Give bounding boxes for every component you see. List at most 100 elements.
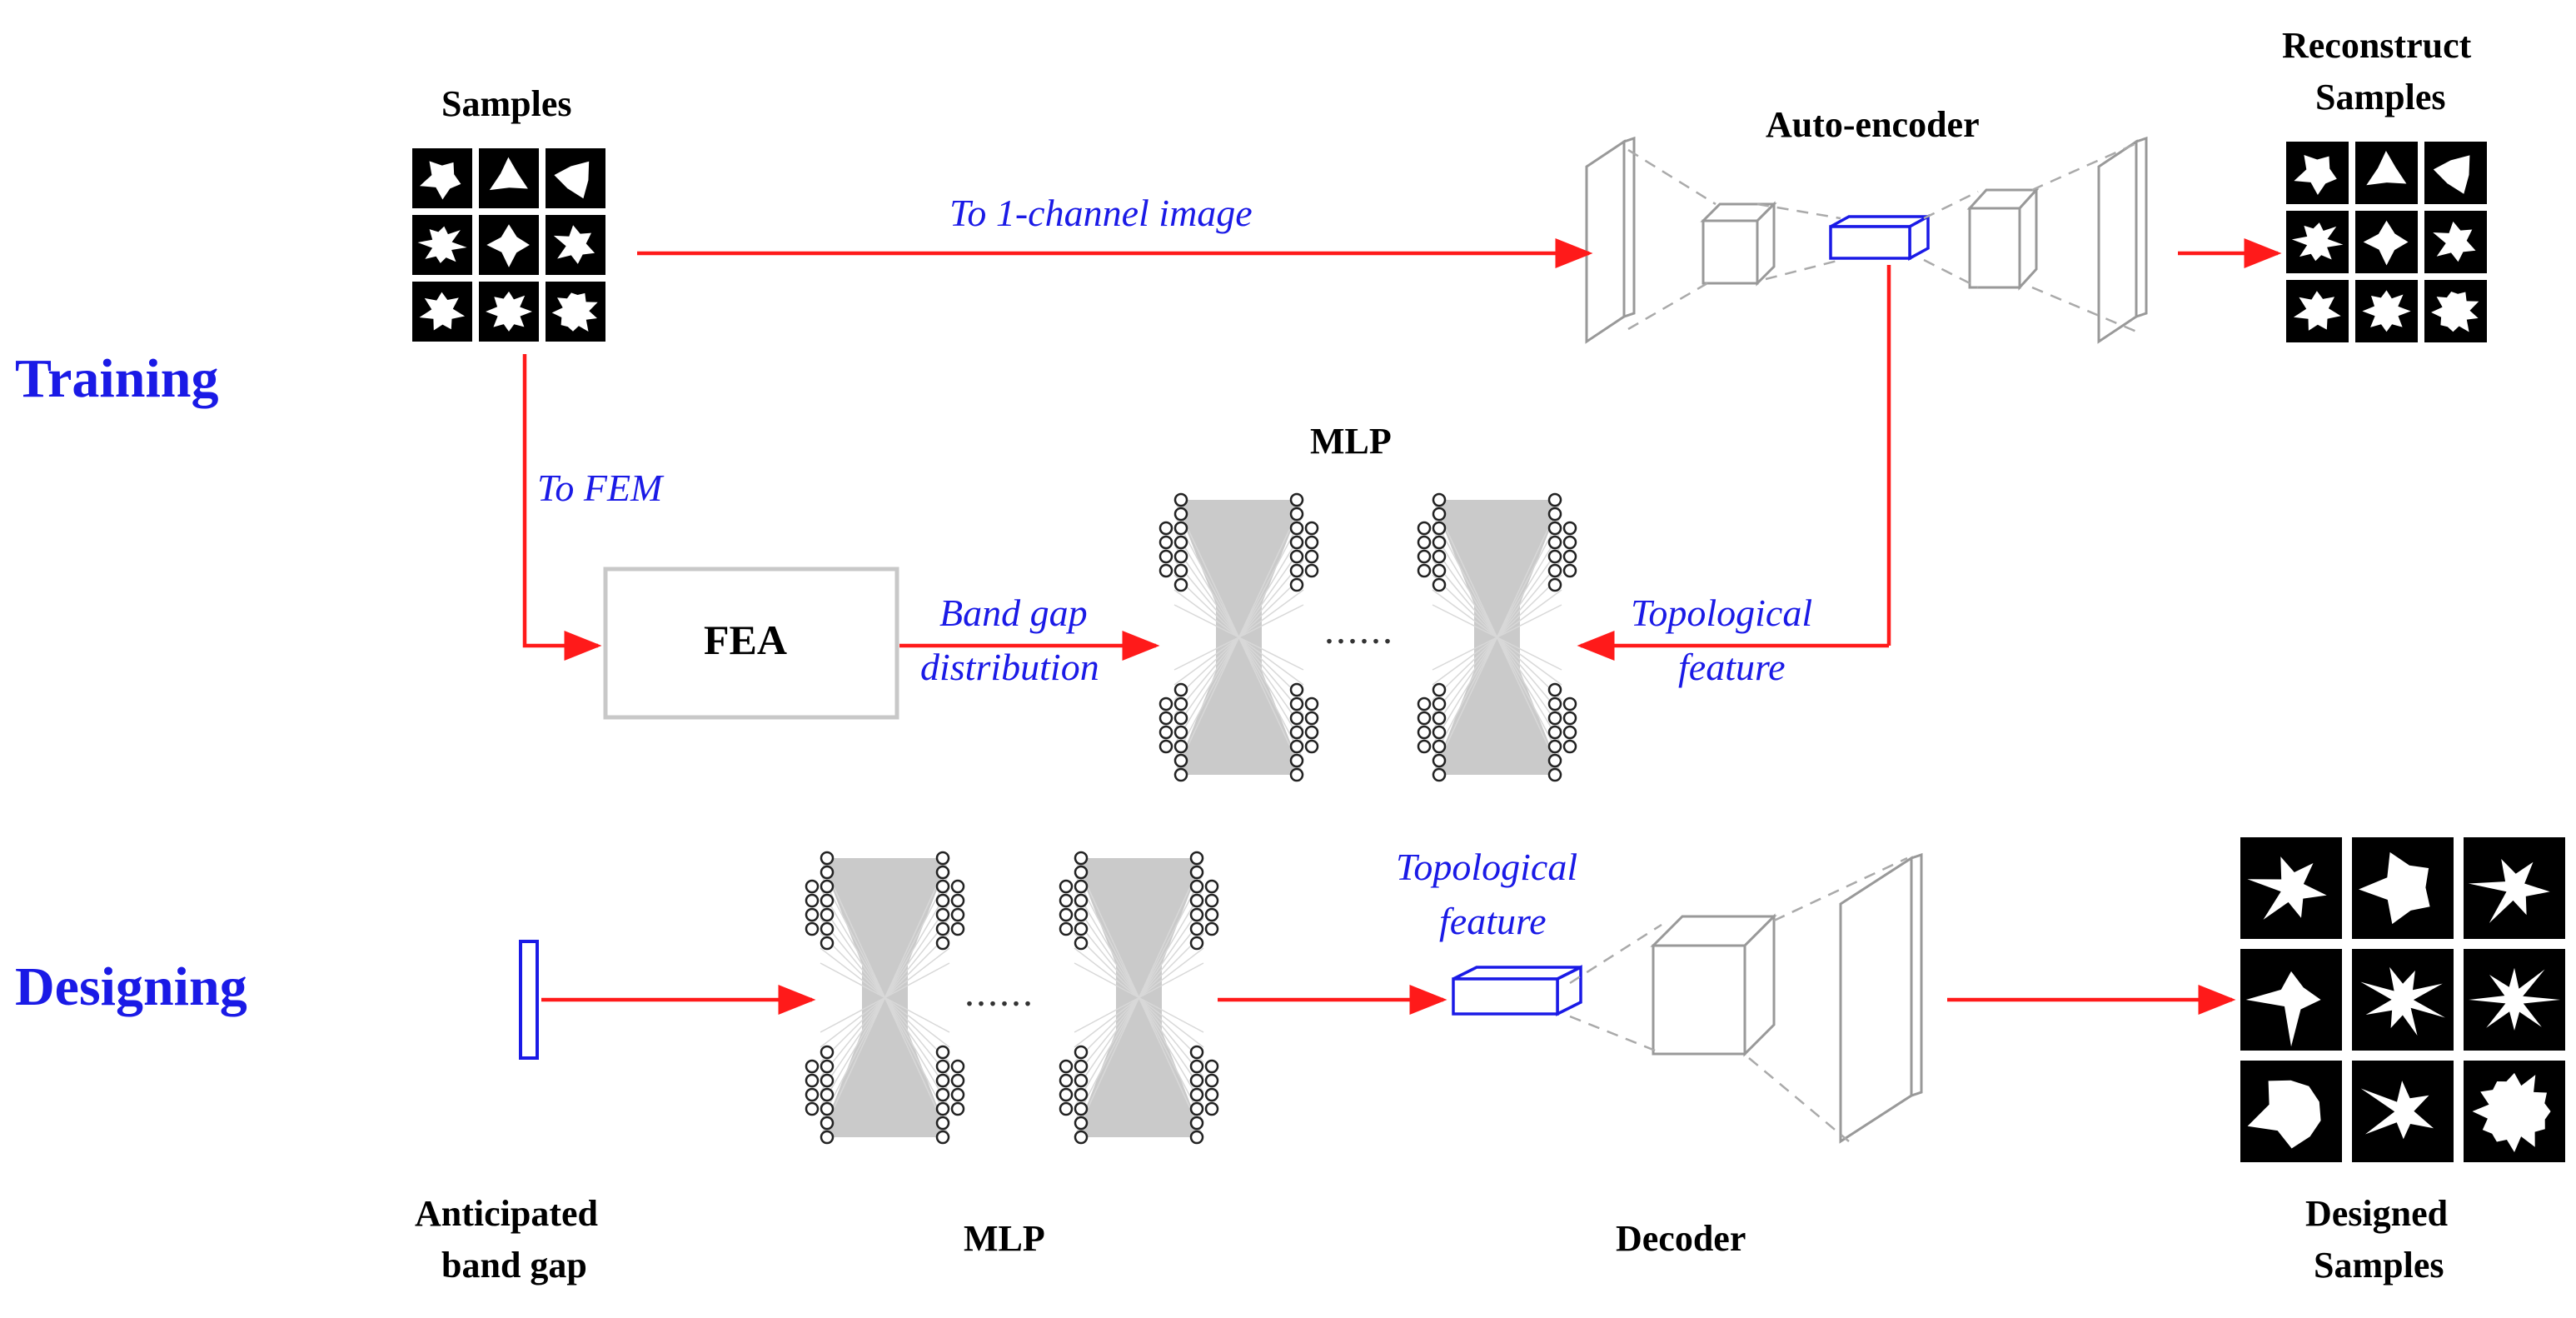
mlp-neuron: [1417, 535, 1432, 550]
mlp-neuron: [950, 1087, 965, 1102]
tile-shape: [2294, 155, 2337, 195]
mlp-neuron: [1189, 1116, 1204, 1131]
mlp-neuron: [1074, 1116, 1089, 1131]
mlp-edge: [820, 962, 950, 1033]
mlp-neuron: [820, 865, 835, 880]
tile-shape: [2362, 290, 2411, 332]
ae-dash: [1756, 202, 1841, 220]
mlp-neuron: [1547, 549, 1562, 564]
band-gap-label-line1: Band gap: [939, 592, 1088, 634]
mlp-neuron: [820, 1087, 835, 1102]
sample-tile: [412, 215, 472, 275]
mlp-neuron: [935, 1045, 950, 1060]
mlp-neuron: [820, 1045, 835, 1060]
box-side: [2018, 187, 2038, 291]
sample-tile: [2240, 837, 2342, 939]
mlp-neuron: [1432, 682, 1447, 697]
designing-topo-label-line1: Topological: [1396, 846, 1578, 888]
box-front: [1702, 219, 1759, 285]
mlp-neuron: [1547, 711, 1562, 726]
to-image-label: To 1-channel image: [949, 192, 1253, 234]
mlp-neuron: [1059, 1087, 1074, 1102]
mlp-neuron: [1547, 563, 1562, 578]
mlp-neuron: [950, 1101, 965, 1116]
mlp-neuron: [1189, 851, 1204, 866]
mlp-neuron: [1304, 711, 1319, 726]
mlp-edge: [1173, 604, 1304, 671]
mlp-neuron: [1059, 1059, 1074, 1074]
mlp-neuron: [1417, 521, 1432, 536]
mlp-neuron: [1417, 739, 1432, 754]
mlp-neuron: [1304, 739, 1319, 754]
mlp-neuron: [820, 1116, 835, 1131]
sample-tile: [2424, 142, 2487, 204]
mlp-neuron: [1562, 535, 1577, 550]
mlp-neuron: [1189, 1073, 1204, 1088]
mlp-neuron: [1158, 696, 1173, 711]
training-topo-label-line1: Topological: [1631, 592, 1813, 634]
mlp-neuron: [1173, 507, 1188, 522]
designing-topo-label-line2: feature: [1439, 900, 1547, 942]
plate-face: [2097, 139, 2138, 344]
mlp-neuron: [1547, 753, 1562, 768]
sample-tile: [2240, 1061, 2342, 1162]
training-mlp-ellipsis: ......: [1324, 608, 1394, 652]
tile-shape: [417, 226, 467, 263]
sample-tile: [546, 282, 605, 342]
mlp-neuron: [1158, 563, 1173, 578]
decoder-box: [1650, 913, 1777, 1057]
mlp-neuron: [1204, 893, 1219, 908]
mlp-neuron: [1158, 549, 1173, 564]
mlp-neuron: [1189, 936, 1204, 951]
mlp-neuron: [1173, 696, 1188, 711]
mlp-neuron: [935, 865, 950, 880]
mlp-neuron: [935, 893, 950, 908]
sample-tile: [2464, 1061, 2565, 1162]
decoder-dash: [1748, 1057, 1850, 1142]
tile-shape: [420, 161, 461, 200]
mlp-neuron: [1432, 739, 1447, 754]
mlp-neuron: [1074, 1059, 1089, 1074]
mlp-neuron: [1074, 936, 1089, 951]
mlp-neuron: [1173, 563, 1188, 578]
tile-shape: [2360, 966, 2445, 1036]
box-front: [1452, 977, 1559, 1016]
tile-shape: [2472, 1072, 2551, 1152]
mlp-neuron: [1289, 739, 1304, 754]
tile-shape: [554, 161, 590, 199]
mlp-neuron: [1189, 865, 1204, 880]
mlp-neuron: [805, 1059, 820, 1074]
samples-label: Samples: [441, 83, 572, 124]
mlp-neuron: [950, 907, 965, 922]
mlp-neuron: [1417, 711, 1432, 726]
box-front: [1652, 944, 1746, 1056]
sample-tile: [2355, 211, 2418, 273]
mlp-neuron: [1289, 563, 1304, 578]
mlp-neuron: [1562, 711, 1577, 726]
mlp-neuron: [1189, 1045, 1204, 1060]
mlp-neuron: [1074, 893, 1089, 908]
mlp-neuron: [1562, 521, 1577, 536]
mlp-neuron: [1432, 753, 1447, 768]
mlp-neuron: [1189, 1130, 1204, 1145]
ae-encoder-box: [1700, 201, 1777, 287]
mlp-neuron: [1059, 879, 1074, 894]
ae-input-plate: [1585, 136, 1636, 344]
designing-section-label: Designing: [15, 956, 247, 1017]
mlp-neuron: [1289, 549, 1304, 564]
tile-shape: [2469, 967, 2561, 1031]
plate-edge: [1910, 852, 1923, 1098]
tile-shape: [2291, 222, 2344, 262]
mlp-neuron: [935, 1087, 950, 1102]
mlp-neuron: [1189, 1101, 1204, 1116]
mlp-neuron: [1432, 725, 1447, 740]
mlp-neuron: [1289, 696, 1304, 711]
mlp-edge: [1432, 604, 1562, 671]
band-gap-label-line2: distribution: [920, 646, 1099, 688]
decoder-dash: [1773, 856, 1908, 922]
sample-tile: [546, 148, 605, 208]
mlp-neuron: [1547, 492, 1562, 507]
tile-shape: [553, 225, 595, 264]
decoder-output-plate: [1839, 852, 1923, 1144]
mlp-neuron: [805, 893, 820, 908]
